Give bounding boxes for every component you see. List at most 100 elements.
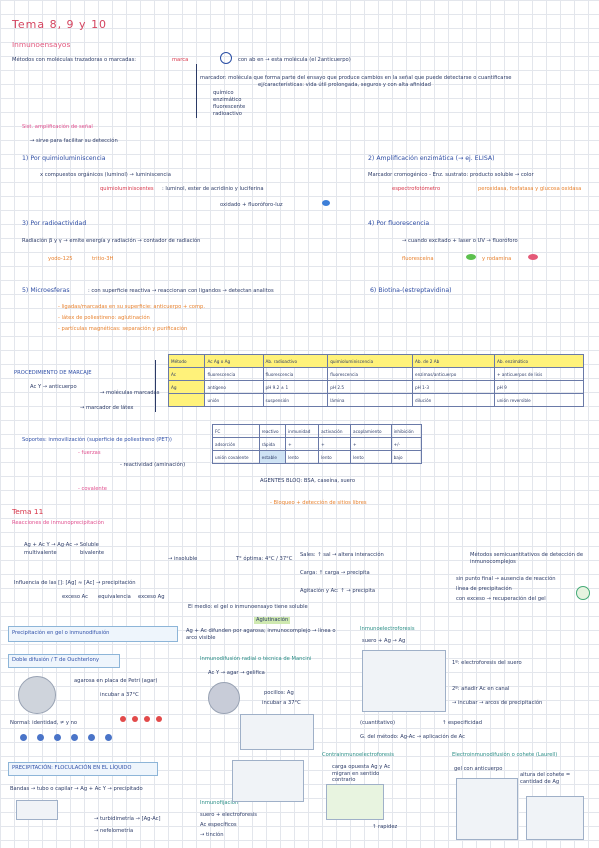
blue-dot-icon	[322, 200, 330, 206]
cont-inmuno-note: ↑ rapidez	[372, 824, 398, 830]
petri-dish-icon	[18, 676, 56, 714]
radio-heading: 3) Por radioactividad	[22, 220, 87, 227]
table1-row: unión suspensión lámina dilución unión r…	[167, 393, 585, 407]
table2-row: unión covalente estable lento lento lent…	[212, 450, 423, 464]
table2-cell: lento	[318, 450, 352, 464]
soportes-heading: Soportes: inmovilización (superficie de …	[22, 437, 172, 443]
amp-enz-line1: Marcador cromogénico - Enz. sustrato: pr…	[368, 172, 534, 178]
biotina-heading: 6) Biotina-(estreptavidina)	[370, 287, 452, 294]
tema11-eq1: Ag + Ac Y → Ag·Ac → Soluble	[24, 542, 99, 548]
microesferas-bullet-3: - partículas magnéticas: separación y pu…	[58, 326, 188, 332]
blue-dot-icon	[71, 734, 78, 741]
table1-cell: antígeno	[204, 380, 264, 394]
red-dot-icon	[144, 716, 150, 722]
radio-isotope-2: tritio-3H	[92, 256, 114, 262]
blue-dot-icon	[37, 734, 44, 741]
table1-header-1: Ac Ag o Ag	[204, 354, 264, 368]
ouchterlony-desc: agarosa en placa de Petri (agar)	[74, 678, 158, 684]
cont-inmuno-heading: Contrainmunoelectroforesis	[322, 752, 394, 758]
inmunofijacion-line3: → tinción	[200, 832, 224, 838]
zona-equivalencia: Influencia de las []: [Ag] ≈ [Ac] → prec…	[14, 580, 136, 586]
table2-header-2: inmunidad	[285, 424, 320, 438]
quimio-line2-label: quimioluminiscentes	[100, 186, 154, 192]
radio-line1: Radiación β y γ → emite energía y radiac…	[22, 238, 201, 244]
blue-dot-icon	[88, 734, 95, 741]
table1-cell: fluorescencia	[327, 367, 413, 381]
mancini-line2: pocillos: Ag	[264, 690, 294, 696]
precip-fluid-line3: → nefelometría	[94, 828, 134, 834]
table2-header-5: inhibición	[390, 424, 423, 438]
inmunoelectro-step-2: 2º: añadir Ac en canal	[452, 686, 510, 692]
inmunofijacion-line2: Ac específicos	[200, 822, 237, 828]
table1-cell: pH 9.2 ± 1	[262, 380, 329, 394]
ouchterlony-temp: incubar a 37°C	[100, 692, 139, 698]
table2-cell: bajo	[390, 450, 423, 464]
factor-4: Agitación y Ac: ↑ → precipita	[300, 588, 376, 594]
procedimiento-item-3: → marcador de látex	[80, 405, 134, 411]
fluor-line2-b: y rodamina	[482, 256, 512, 262]
pink-dot-icon	[528, 254, 538, 260]
table2-row: adsorción rápida + + + +/-	[212, 437, 423, 451]
table2-header-4: acoplamiento	[350, 424, 392, 438]
table1-cell: fluorescencia	[262, 367, 329, 381]
inmunofijacion-heading: Inmunofijación	[200, 800, 239, 806]
inmunoensayos-heading: Inmunoensayos	[12, 40, 71, 49]
quimio-line2-text: : luminol, ester de acridinio y luciferi…	[162, 186, 264, 192]
green-dot-icon	[466, 254, 476, 260]
table1-row: Ac fluorescencia fluorescencia fluoresce…	[167, 367, 585, 381]
marcador-definition: marcador: molécula que forma parte del e…	[200, 75, 512, 81]
factor-3: Carga: ↑ carga → precipita	[300, 570, 370, 576]
marcador-bracket	[196, 64, 197, 118]
amp-enz-heading: 2) Amplificación enzimática (→ ej. ELISA…	[368, 155, 495, 162]
table2-cell: +/-	[390, 437, 423, 451]
rocket-electrophoresis-image	[456, 778, 518, 840]
precip-gel-desc: Ag + Ac difunden por agarosa; inmunocomp…	[186, 628, 336, 641]
blue-dot-icon	[20, 734, 27, 741]
table2-header-0: FC	[212, 424, 260, 438]
microesferas-heading: 5) Microesferas	[22, 287, 70, 294]
inmunoelectro-heading: Inmunoelectroforesis	[360, 626, 415, 632]
cont-inmuno-image	[326, 784, 384, 820]
quimio-line3: oxidado + fluoróforo-luz	[220, 202, 283, 208]
table1-cell: unión reversible	[493, 393, 585, 407]
rocket-graph-image	[526, 796, 584, 840]
table2-cell: +	[285, 437, 320, 451]
table1-row: Ag antígeno pH 9.2 ± 1 pH 2.5 pH 1-3 pH …	[167, 380, 585, 394]
mancini-line1: Ac Y → agar → gelifica	[208, 670, 265, 676]
ouchterlony-bottom: Normal: identidad, ≠ y no	[10, 720, 78, 726]
sist-amp-desc: → sirve para facilitar su detección	[30, 138, 118, 144]
soportes-note-2: - reactividad (aminación)	[120, 462, 186, 468]
inmunofijacion-image	[232, 760, 304, 802]
soportes-note-3: - covalente	[78, 486, 107, 492]
page-title: Tema 8, 9 y 10	[12, 18, 108, 31]
table1-cell: pH 1-3	[412, 380, 495, 394]
table1-header-3: quimioluminiscencia	[327, 354, 413, 368]
marcador-type-1: químico	[213, 90, 234, 96]
mancini-graph-image	[240, 714, 314, 750]
microesferas-bullet-1: - ligadas/marcadas en su superficie: ant…	[58, 304, 205, 310]
tube-diagram-image	[16, 800, 58, 820]
soportes-note-4: AGENTES BLOQ: BSA, caseína, suero	[260, 478, 356, 484]
table1-cell: unión	[204, 393, 264, 407]
tema11-subheading: Reacciones de inmunoprecipitación	[12, 520, 105, 526]
table1-cell	[167, 393, 206, 407]
table1-cell: + anticuerpos de lisis	[493, 367, 585, 381]
amp-enz-line2-text: peroxidasa, fosfatasa y glucosa oxidasa	[478, 186, 582, 192]
inmunoelectro-cuant: (cuantitativo)	[360, 720, 396, 726]
zone-1: exceso Ac	[62, 594, 88, 600]
table1-cell: enzimas/anticuerpo	[412, 367, 495, 381]
marca-text: con ab en → esta molécula (el 2anticuerp…	[238, 57, 351, 63]
inmunoelectro-step-3: → incubar → arcos de precipitación	[452, 700, 543, 706]
zona-right-3: con exceso → recuperación del gel	[456, 596, 546, 602]
factor-2: Sales: ↑ sal → altera interacción	[300, 552, 384, 558]
marcador-type-3: fluorescente	[213, 104, 246, 110]
soportes-note-1: - fuerzas	[78, 450, 101, 456]
procedimiento-item-2: → moléculas marcadas	[100, 390, 160, 396]
quimio-heading: 1) Por quimioluminiscencia	[22, 155, 106, 162]
table2-cell: +	[350, 437, 392, 451]
precip-fluid-line1: Bandas → tubo o capilar → Ag + Ac Y → pr…	[10, 786, 143, 792]
mancini-heading: Inmunodifusión radial o técnica de Manci…	[200, 656, 312, 662]
inmunoelectro-line1: suero + Ag → Ag	[362, 638, 406, 644]
fluor-line1: → cuando excitado + laser o UV → fluoróf…	[402, 238, 518, 244]
cont-inmuno-desc: carga opuesta Ag y Ac migran en sentido …	[332, 764, 391, 783]
